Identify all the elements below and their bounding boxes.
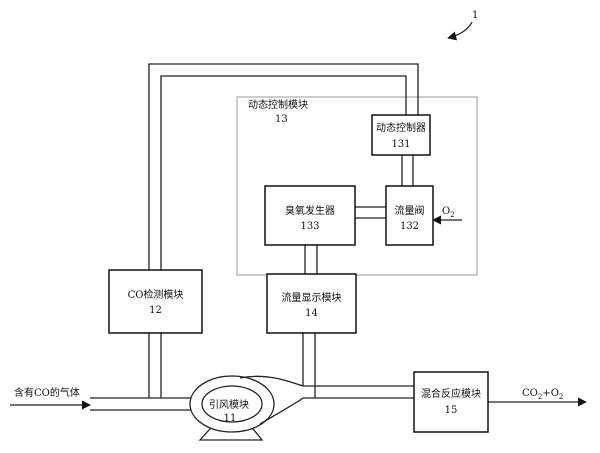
co-signal-pipe-inner (160, 75, 407, 270)
flow-display-module-label: 流量显示模块 (282, 291, 342, 304)
induced-draft-module-number: 11 (224, 413, 237, 424)
ozone-generator-label: 臭氧发生器 (285, 204, 335, 217)
fan-housing (189, 375, 275, 433)
figure-pointer-arrow (447, 21, 473, 41)
induced-draft-module-label: 引风模块 (209, 399, 249, 411)
fan-inner (201, 385, 263, 423)
mixing-reaction-module-box (413, 371, 489, 433)
o2-input-label: O2 (442, 206, 455, 219)
fan-outlet-bottom (259, 397, 304, 425)
flow-valve-label: 流量阀 (395, 204, 425, 217)
dynamic-controller-label: 动态控制器 (376, 121, 426, 134)
co-detection-module-label: CO检测模块 (128, 288, 184, 301)
ozone-generator-number: 133 (300, 221, 319, 232)
ozone-generator-box (264, 185, 356, 246)
flow-valve-number: 132 (400, 221, 419, 232)
dynamic-control-module-label: 动态控制模块 (248, 98, 308, 111)
dynamic-control-module-number: 13 (275, 114, 288, 125)
flow-display-module-number: 14 (305, 308, 318, 319)
flow-display-module-box (266, 273, 357, 334)
co-signal-pipe-outer (148, 63, 419, 270)
flow-valve-box (385, 185, 434, 246)
fan-outlet-top (239, 375, 304, 387)
dynamic-controller-box (371, 114, 431, 156)
output-label: CO2+O2 (522, 388, 563, 401)
dynamic-control-module-frame (236, 96, 478, 276)
mixing-reaction-module-label: 混合反应模块 (421, 387, 481, 400)
co-detection-module-number: 12 (149, 305, 162, 316)
dynamic-controller-number: 131 (391, 139, 410, 150)
mixing-reaction-module-number: 15 (445, 405, 458, 416)
figure-number: 1 (472, 10, 478, 21)
co-detection-module-box (108, 269, 203, 334)
input-gas-label: 含有CO的气体 (14, 386, 80, 399)
